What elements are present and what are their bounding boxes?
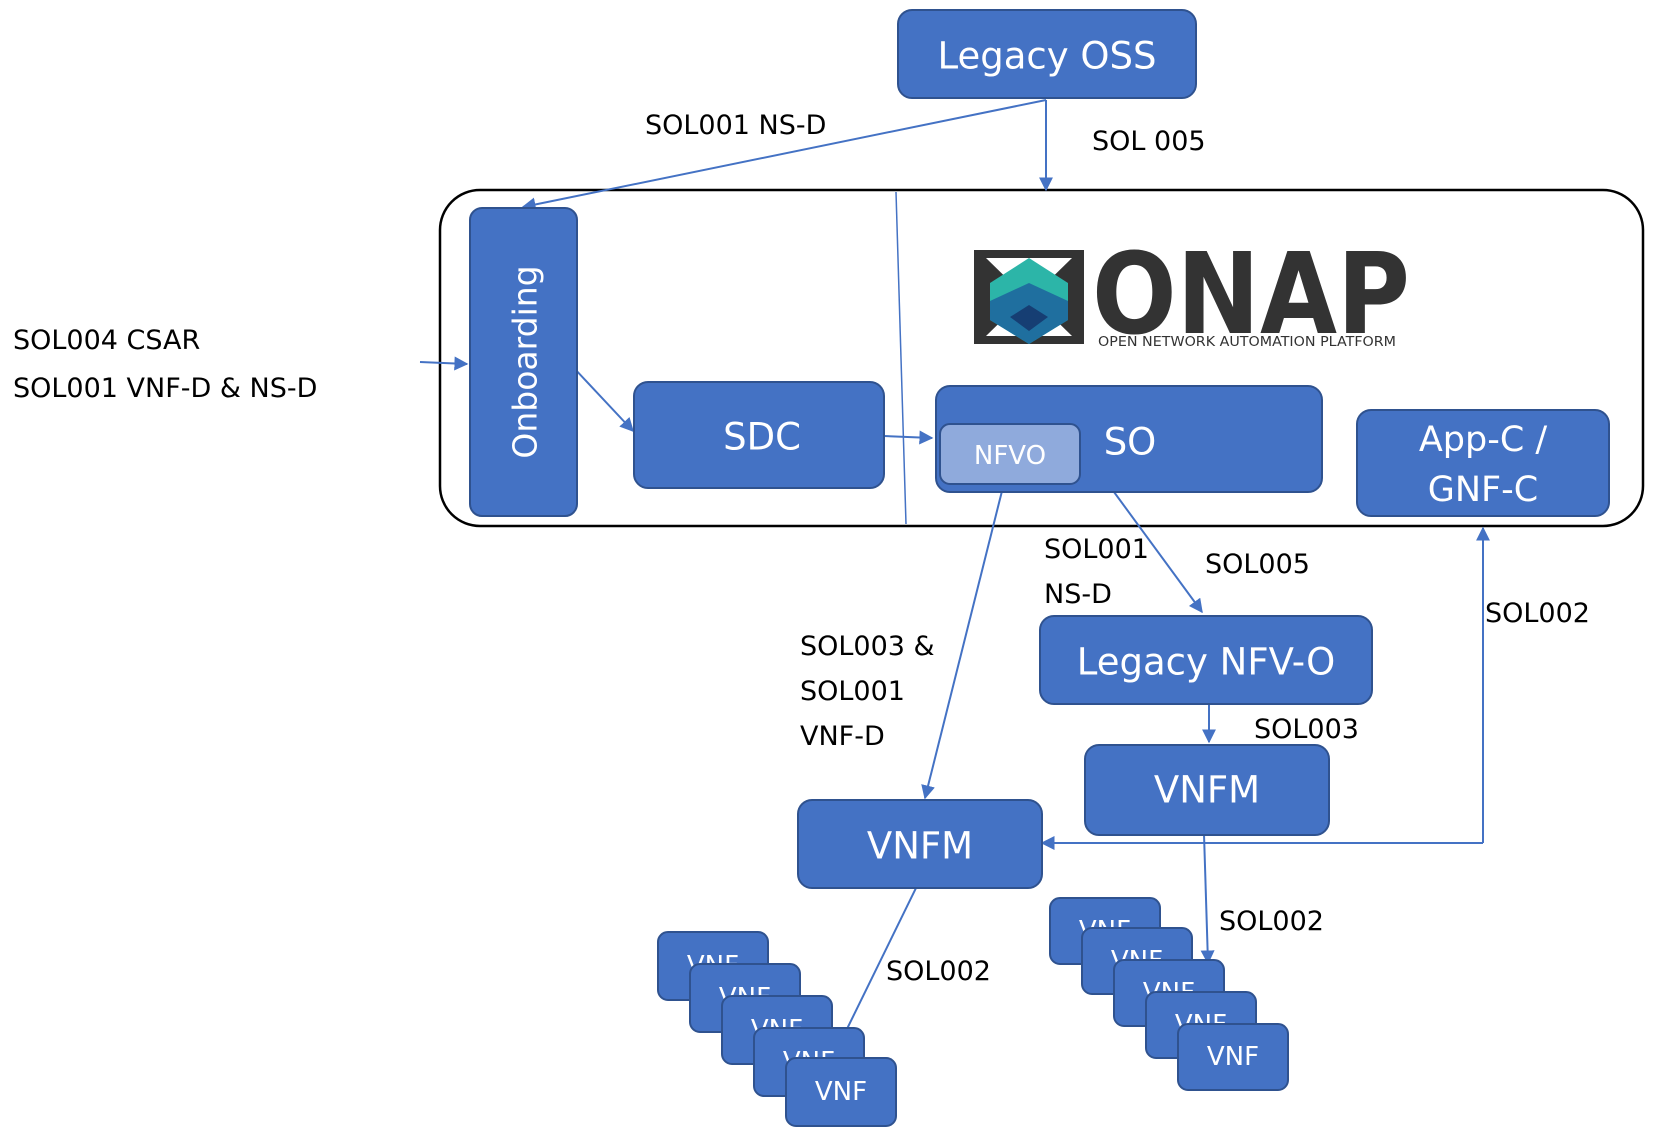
legacy-nfvo-node[interactable]: Legacy NFV-O	[1039, 615, 1373, 705]
vnfm-left-label: VNFM	[867, 825, 973, 868]
onap-cube-icon	[974, 250, 1084, 344]
legacy-oss-node[interactable]: Legacy OSS	[897, 9, 1197, 99]
label-nfvo-vnfm-line2: SOL001	[800, 676, 905, 707]
so-label: SO	[1104, 421, 1157, 464]
container-divider	[895, 191, 907, 525]
vnf-label: VNF	[1207, 1042, 1259, 1072]
vnfm-left-node[interactable]: VNFM	[797, 799, 1043, 889]
legacy-oss-label: Legacy OSS	[938, 35, 1157, 78]
onboarding-label: Onboarding	[506, 265, 545, 458]
vnf-stack-left: VNF VNF VNF VNF VNF	[657, 931, 897, 1127]
nfvo-label: NFVO	[974, 441, 1046, 471]
edge-vnfm-left-to-vnf	[844, 887, 917, 1034]
label-so-legacy-a-line1: SOL001	[1044, 534, 1149, 565]
label-nfvo-vnfm-line3: VNF-D	[800, 721, 885, 752]
legacy-nfvo-label: Legacy NFV-O	[1077, 641, 1336, 684]
label-vnfm-left-vnf: SOL002	[886, 956, 991, 987]
edge-nfvo-to-vnfm	[921, 482, 1005, 800]
onboarding-node[interactable]: Onboarding	[469, 207, 578, 517]
edge-sdc-to-so	[883, 430, 934, 445]
logo-tagline: OPEN NETWORK AUTOMATION PLATFORM	[1098, 335, 1396, 350]
label-so-legacy-b: SOL005	[1205, 549, 1310, 580]
vnf-node[interactable]: VNF	[1177, 1023, 1289, 1091]
label-external-input-line1: SOL004 CSAR	[13, 325, 200, 356]
edge-onboarding-to-sdc	[572, 366, 634, 433]
label-legacy-nfvo-vnfm: SOL003	[1254, 714, 1359, 745]
sdc-node[interactable]: SDC	[633, 381, 885, 489]
edge-so-to-legacy-nfvo	[1113, 491, 1203, 614]
vnfm-right-node[interactable]: VNFM	[1084, 744, 1330, 836]
appc-label-line1: App-C /	[1419, 420, 1548, 460]
label-oss-to-onboarding: SOL001 NS-D	[645, 110, 826, 141]
label-appc-link: SOL002	[1485, 598, 1590, 629]
label-so-legacy-a-line2: NS-D	[1044, 579, 1112, 610]
nfvo-node[interactable]: NFVO	[939, 423, 1081, 485]
label-oss-to-onap: SOL 005	[1092, 126, 1206, 157]
appc-label-line2: GNF-C	[1428, 470, 1539, 510]
appc-gnfc-node[interactable]: App-C / GNF-C	[1356, 409, 1610, 517]
edge-external-to-onboarding	[419, 356, 469, 371]
edge-oss-to-onboarding	[521, 99, 1047, 212]
onap-logo: ONAP OPEN NETWORK AUTOMATION PLATFORM	[974, 230, 1410, 360]
vnf-node[interactable]: VNF	[785, 1057, 897, 1127]
label-external-input-line2: SOL001 VNF-D & NS-D	[13, 373, 317, 404]
logo-wordmark: ONAP	[1092, 230, 1410, 360]
vnfm-right-label: VNFM	[1154, 769, 1260, 812]
label-vnfm-right-vnf: SOL002	[1219, 906, 1324, 937]
label-nfvo-vnfm-line1: SOL003 &	[800, 631, 935, 662]
vnf-stack-right: VNF VNF VNF VNF VNF	[1049, 897, 1289, 1091]
vnf-label: VNF	[815, 1077, 867, 1107]
edge-vnfm-right-to-vnf	[1200, 833, 1215, 965]
sdc-label: SDC	[723, 416, 801, 459]
